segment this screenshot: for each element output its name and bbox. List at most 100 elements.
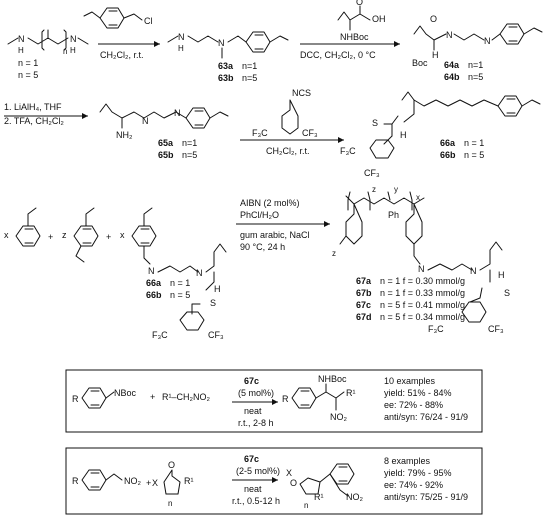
svg-text:N: N (446, 30, 453, 40)
svg-text:yield: 51% - 84%: yield: 51% - 84% (384, 388, 452, 398)
svg-text:O: O (168, 460, 175, 470)
diamine-h-right: H (70, 46, 76, 55)
label-64a: 64a (444, 60, 460, 70)
svg-text:n: n (63, 47, 67, 56)
label-66b-monomer: 66b (146, 290, 162, 300)
label-66a-monomer: 66a (146, 278, 162, 288)
arrow-step-3: 1. LiAlH₄, THF 2. TFA, CH₂Cl₂ (4, 102, 88, 126)
label-63b: 63b (218, 73, 234, 83)
box2-reactants: R NO₂ + O X R¹ n (72, 460, 194, 508)
label-67c: 67c (356, 300, 371, 310)
box1-arrow: 67c (5 mol%) neat r.t., 2-8 h (232, 376, 278, 428)
isothiocyanate-reagent: NCS F₃C CF₃ (252, 88, 318, 138)
svg-text:+: + (146, 478, 151, 488)
svg-text:n=5: n=5 (242, 73, 257, 83)
svg-text:R¹–CH₂NO₂: R¹–CH₂NO₂ (162, 392, 210, 402)
loadings-67: 67a n = 1 f = 0.30 mmol/g 67b n = 1 f = … (356, 276, 465, 322)
svg-text:N: N (178, 32, 185, 42)
svg-text:O: O (290, 478, 297, 488)
svg-text:90 °C, 24 h: 90 °C, 24 h (240, 242, 285, 252)
svg-text:N: N (148, 266, 155, 276)
svg-text:x: x (4, 230, 9, 240)
svg-text:ee: 72% - 88%: ee: 72% - 88% (384, 400, 443, 410)
chloride-label: Cl (144, 16, 153, 26)
svg-text:n = 1 f = 0.33 mmol/g: n = 1 f = 0.33 mmol/g (380, 288, 465, 298)
compound-64: N N O Boc H 64a n=1 64b n=5 (412, 14, 543, 82)
svg-text:8 examples: 8 examples (384, 456, 431, 466)
amine-nh2: NH₂ (116, 130, 133, 140)
svg-text:H: H (400, 130, 407, 140)
svg-text:NHBoc: NHBoc (318, 374, 347, 384)
svg-text:F₃C: F₃C (340, 146, 356, 156)
svg-text:R: R (72, 476, 79, 486)
svg-text:N: N (470, 266, 477, 276)
svg-text:n=5: n=5 (182, 150, 197, 160)
box1-reactants: R NBoc + R¹–CH₂NO₂ (72, 387, 210, 409)
svg-text:neat: neat (244, 484, 262, 494)
svg-text:CF₃: CF₃ (208, 330, 224, 340)
box1-product: R NHBoc R¹ NO₂ (282, 374, 356, 422)
condition-step-1: CH₂Cl₂, r.t. (100, 50, 144, 60)
svg-text:S: S (372, 118, 378, 128)
svg-text:n = 1: n = 1 (464, 138, 484, 148)
svg-text:r.t., 0.5-12 h: r.t., 0.5-12 h (232, 496, 280, 506)
label-65a: 65a (158, 138, 174, 148)
svg-text:n = 5: n = 5 (464, 150, 484, 160)
svg-text:NO₂: NO₂ (346, 492, 364, 502)
arrow-step-4: CH₂Cl₂, r.t. (240, 137, 344, 156)
svg-text:S: S (504, 288, 510, 298)
svg-text:r.t., 2-8 h: r.t., 2-8 h (238, 418, 274, 428)
label-64b: 64b (444, 72, 460, 82)
svg-text:AIBN (2 mol%): AIBN (2 mol%) (240, 198, 300, 208)
svg-text:N: N (418, 264, 425, 274)
svg-text:n=5: n=5 (468, 72, 483, 82)
svg-text:H: H (432, 50, 439, 60)
box2-arrow: 67c (2-5 mol%) neat r.t., 0.5-12 h (232, 454, 280, 506)
svg-text:n = 5 f = 0.34 mmol/g: n = 5 f = 0.34 mmol/g (380, 312, 465, 322)
diamine-n5: n = 5 (18, 70, 38, 80)
svg-text:X: X (286, 468, 292, 478)
svg-text:z: z (372, 185, 376, 194)
arrow-step-1: CH₂Cl₂, r.t. (98, 41, 160, 60)
svg-text:anti/syn: 76/24 - 91/9: anti/syn: 76/24 - 91/9 (384, 412, 468, 422)
svg-text:PhCl/H₂O: PhCl/H₂O (240, 210, 279, 220)
box-aza-henry (65, 369, 483, 433)
svg-text:R: R (282, 394, 289, 404)
box1-results: 10 examples yield: 51% - 84% ee: 72% - 8… (384, 376, 468, 422)
svg-text:NBoc: NBoc (114, 388, 137, 398)
svg-text:n: n (304, 501, 308, 510)
svg-text:10 examples: 10 examples (384, 376, 436, 386)
svg-text:n=1: n=1 (242, 61, 257, 71)
svg-text:n=1: n=1 (468, 60, 483, 70)
svg-text:+: + (150, 392, 155, 402)
svg-text:n = 1: n = 1 (170, 278, 190, 288)
arrow-step-2: DCC, CH₂Cl₂, 0 °C (300, 41, 400, 60)
svg-text:H: H (178, 44, 184, 53)
svg-text:F₃C: F₃C (428, 324, 444, 334)
svg-text:F₃C: F₃C (152, 330, 168, 340)
svg-text:(2-5 mol%): (2-5 mol%) (236, 466, 280, 476)
svg-text:Boc: Boc (412, 58, 428, 68)
divinylbenzene-monomer: z (62, 207, 99, 263)
label-65b: 65b (158, 150, 174, 160)
svg-text:R¹: R¹ (314, 492, 324, 502)
svg-text:z: z (332, 249, 336, 258)
label-67a: 67a (356, 276, 372, 286)
compound-63: N H N 63a n=1 63b n=5 (167, 31, 289, 83)
condition-step-3b: 2. TFA, CH₂Cl₂ (4, 116, 64, 126)
arrow-polymerization: AIBN (2 mol%) PhCl/H₂O gum arabic, NaCl … (236, 198, 330, 252)
svg-text:ee: 74% - 92%: ee: 74% - 92% (384, 480, 443, 490)
svg-text:CF₃: CF₃ (488, 324, 504, 334)
svg-text:NO₂: NO₂ (124, 476, 142, 486)
svg-text:y: y (394, 185, 398, 194)
svg-text:R¹: R¹ (346, 388, 356, 398)
svg-text:N: N (196, 268, 203, 278)
label-63a: 63a (218, 61, 234, 71)
svg-text:F₃C: F₃C (252, 128, 268, 138)
svg-text:O: O (356, 0, 363, 7)
condition-step-4: CH₂Cl₂, r.t. (266, 146, 310, 156)
label-67b: 67b (356, 288, 372, 298)
svg-text:yield: 79% - 95%: yield: 79% - 95% (384, 468, 452, 478)
svg-text:N: N (218, 38, 225, 48)
